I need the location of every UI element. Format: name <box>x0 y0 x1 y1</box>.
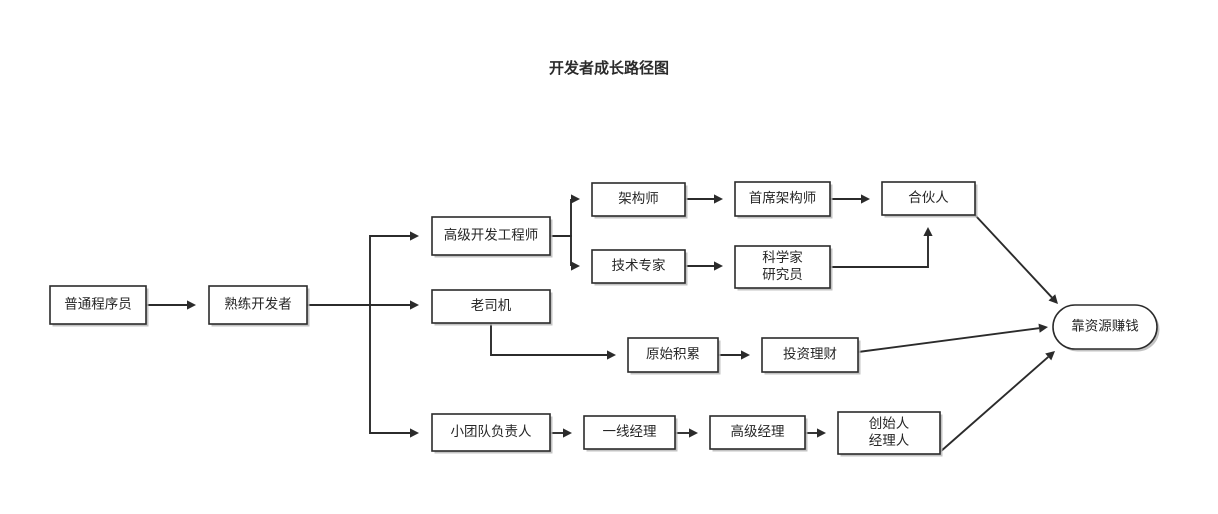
node-label: 原始积累 <box>646 347 700 362</box>
node-label: 首席架构师 <box>749 191 817 206</box>
node-box[interactable] <box>591 182 686 217</box>
node-label: 架构师 <box>618 191 659 206</box>
node-label: 普通程序员 <box>64 297 132 312</box>
node-n11[interactable]: 原始积累 <box>627 337 721 375</box>
node-box[interactable] <box>431 216 551 256</box>
node-n5[interactable]: 小团队负责人 <box>431 413 553 454</box>
arrowhead-icon <box>714 194 723 204</box>
node-label: 经理人 <box>869 433 910 448</box>
node-n2[interactable]: 熟练开发者 <box>208 285 310 327</box>
node-label: 投资理财 <box>783 347 837 362</box>
node-box[interactable] <box>49 285 147 325</box>
node-box[interactable] <box>627 337 719 373</box>
node-n8[interactable]: 首席架构师 <box>734 181 833 219</box>
node-label: 靠资源赚钱 <box>1071 319 1139 334</box>
edge-n13-to-n14 <box>675 428 698 438</box>
node-n14[interactable]: 高级经理 <box>709 415 808 452</box>
edge-line <box>307 235 410 306</box>
node-n16[interactable]: 靠资源赚钱 <box>1052 304 1160 352</box>
node-n6[interactable]: 架构师 <box>591 182 688 219</box>
node-label: 小团队负责人 <box>451 424 532 439</box>
node-n4[interactable]: 老司机 <box>431 289 553 326</box>
node-box[interactable] <box>208 285 308 325</box>
edge-n3-to-n6 <box>550 194 580 237</box>
node-box[interactable] <box>591 249 686 284</box>
edge-n10-to-n16 <box>974 214 1058 304</box>
node-label: 合伙人 <box>908 190 949 205</box>
node-box[interactable] <box>431 413 551 452</box>
edge-line <box>550 199 572 237</box>
node-box[interactable] <box>431 289 551 324</box>
arrowhead-icon <box>1048 294 1058 304</box>
arrowhead-icon <box>563 428 572 438</box>
arrowhead-icon <box>861 194 870 204</box>
edge-line <box>369 305 410 434</box>
edge-n3-to-n7 <box>550 235 580 271</box>
node-box[interactable] <box>709 415 806 450</box>
arrowhead-icon <box>1045 351 1055 361</box>
node-box[interactable] <box>881 181 976 216</box>
edge-line <box>857 327 1040 353</box>
node-box[interactable] <box>1052 304 1158 350</box>
edge-n11-to-n12 <box>718 350 750 360</box>
node-box[interactable] <box>734 181 831 217</box>
node-label: 创始人 <box>869 416 910 431</box>
node-label: 研究员 <box>762 267 803 282</box>
arrowhead-icon <box>923 227 933 236</box>
edge-line <box>490 323 607 356</box>
node-label: 科学家 <box>762 249 803 265</box>
edge-n7-to-n9 <box>685 261 723 271</box>
arrowhead-icon <box>1038 323 1048 333</box>
edge-n6-to-n8 <box>685 194 723 204</box>
node-label: 高级开发工程师 <box>444 227 539 243</box>
arrowhead-icon <box>187 300 196 310</box>
node-box[interactable] <box>761 337 859 373</box>
edge-layer <box>146 194 1058 453</box>
node-label: 技术专家 <box>612 257 666 273</box>
edge-n12-to-n16 <box>857 323 1048 353</box>
arrowhead-icon <box>817 428 826 438</box>
arrowhead-icon <box>714 261 723 271</box>
edge-n8-to-n10 <box>830 194 870 204</box>
node-box[interactable] <box>583 415 676 450</box>
node-label: 熟练开发者 <box>224 297 292 312</box>
node-box[interactable] <box>837 411 941 455</box>
edge-n1-to-n2 <box>146 300 196 310</box>
arrowhead-icon <box>607 350 616 360</box>
edge-n4-to-n11 <box>490 323 616 360</box>
arrowhead-icon <box>410 300 419 310</box>
edge-line <box>939 356 1049 453</box>
edge-n9-to-n10 <box>830 227 933 268</box>
node-label: 一线经理 <box>603 424 657 439</box>
arrowhead-icon <box>571 194 580 204</box>
node-label: 老司机 <box>471 298 512 313</box>
arrowhead-icon <box>571 261 580 271</box>
edge-n5-to-n13 <box>550 428 572 438</box>
diagram-title: 开发者成长路径图 <box>549 59 669 77</box>
node-n3[interactable]: 高级开发工程师 <box>431 216 553 258</box>
edge-line <box>830 236 929 268</box>
arrowhead-icon <box>689 428 698 438</box>
edge-line <box>550 235 572 266</box>
edge-n14-to-n15 <box>805 428 826 438</box>
edge-n2-to-n5 <box>369 305 419 438</box>
arrowhead-icon <box>410 428 419 438</box>
node-label: 高级经理 <box>731 423 785 439</box>
edge-n2-to-n4 <box>307 300 419 310</box>
arrowhead-icon <box>410 231 419 241</box>
node-box[interactable] <box>734 245 831 289</box>
edge-n2-to-n3 <box>307 231 419 306</box>
node-n1[interactable]: 普通程序员 <box>49 285 149 327</box>
arrowhead-icon <box>741 350 750 360</box>
edge-line <box>974 214 1053 299</box>
node-n7[interactable]: 技术专家 <box>591 249 688 286</box>
edge-n15-to-n16 <box>939 351 1055 453</box>
node-n13[interactable]: 一线经理 <box>583 415 678 452</box>
node-n12[interactable]: 投资理财 <box>761 337 861 375</box>
node-n10[interactable]: 合伙人 <box>881 181 978 218</box>
